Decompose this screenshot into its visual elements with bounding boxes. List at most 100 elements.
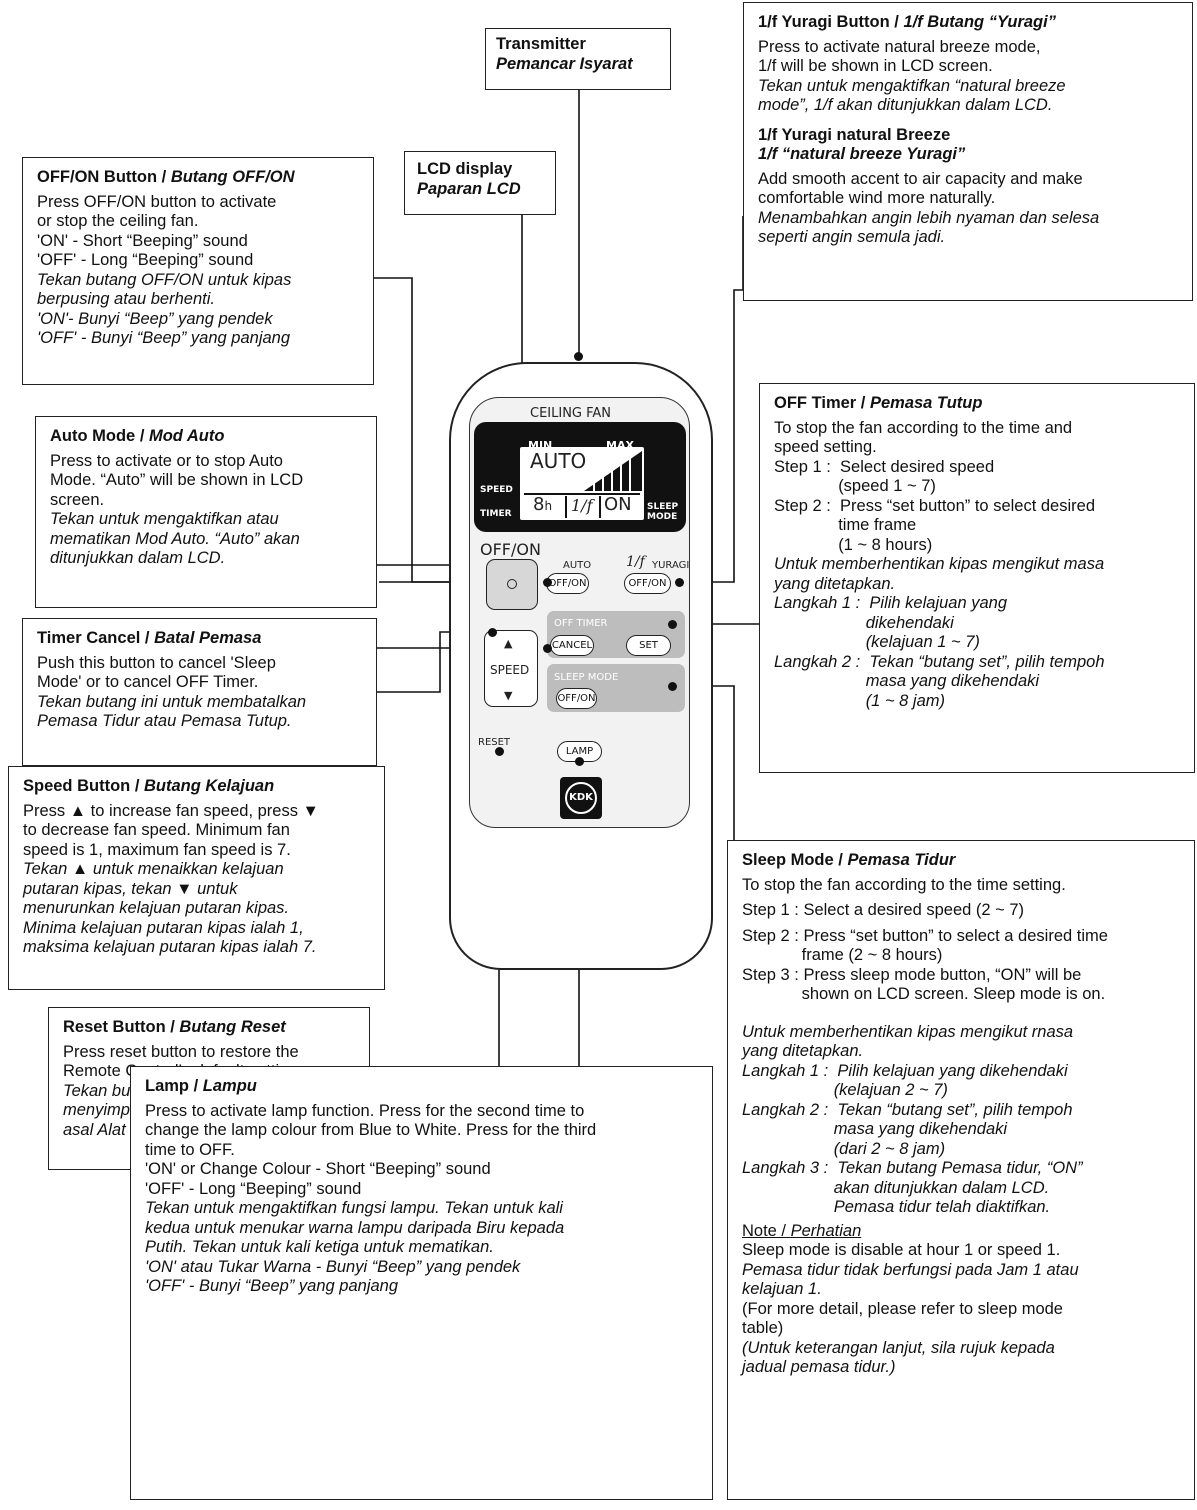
- text-line: 'OFF' - Bunyi “Beep” yang panjang: [37, 329, 359, 349]
- text-line: Untuk memberhentikan kipas mengikut rnas…: [742, 1023, 1180, 1043]
- text-line: Minima kelajuan putaran kipas ialah 1,: [23, 919, 370, 939]
- text-line: Press to activate lamp function. Press f…: [145, 1102, 698, 1122]
- text-line: kedua untuk menukar warna lampu daripada…: [145, 1219, 698, 1239]
- text-line: Pemasa Tidur atau Pemasa Tutup.: [37, 712, 362, 732]
- text-line: Putih. Tekan untuk kali ketiga untuk mem…: [145, 1238, 698, 1258]
- timercancel-title-ms: Batal Pemasa: [154, 629, 261, 647]
- speed-callout: Speed Button / Butang Kelajuan Press ▲ t…: [8, 766, 385, 990]
- connector-dot: [668, 620, 677, 629]
- text-line: 'OFF' - Long “Beeping” sound: [145, 1180, 698, 1200]
- text-line: speed is 1, maximum fan speed is 7.: [23, 841, 370, 861]
- lcd-hours-digit: 8h: [533, 495, 552, 517]
- text-line: 'ON' - Short “Beeping” sound: [37, 232, 359, 252]
- lamp-title: Lamp /: [145, 1077, 203, 1095]
- text-line: Press to activate natural breeze mode,: [758, 38, 1178, 58]
- text-line: Langkah 3 : Tekan butang Pemasa tidur, “…: [742, 1159, 1180, 1179]
- text-line: 'ON' or Change Colour - Short “Beeping” …: [145, 1160, 698, 1180]
- text-line: Pemasa tidur tidak berfungsi pada Jam 1 …: [742, 1261, 1180, 1281]
- text-line: (speed 1 ~ 7): [774, 477, 1180, 497]
- timer-cancel-callout: Timer Cancel / Batal Pemasa Push this bu…: [22, 618, 377, 766]
- connector-dot: [488, 628, 497, 637]
- text-line: putaran kipas, tekan ▼ untuk: [23, 880, 370, 900]
- text-line: Tekan untuk mengaktifkan “natural breeze: [758, 77, 1178, 97]
- text-line: berpusing atau berhenti.: [37, 290, 359, 310]
- note-label: Note /: [742, 1222, 791, 1240]
- text-line: (Untuk keterangan lanjut, sila rujuk kep…: [742, 1339, 1180, 1359]
- text-line: table): [742, 1319, 1180, 1339]
- text-line: Tekan butang ini untuk membatalkan: [37, 693, 362, 713]
- text-line: Untuk memberhentikan kipas mengikut masa: [774, 555, 1180, 575]
- automode-callout: Auto Mode / Mod Auto Press to activate o…: [35, 416, 377, 608]
- text-line: time to OFF.: [145, 1141, 698, 1161]
- text-line: screen.: [50, 491, 362, 511]
- text-line: Step 2 : Press “set button” to select de…: [774, 497, 1180, 517]
- text-line: 'ON'- Bunyi “Beep” yang pendek: [37, 310, 359, 330]
- text-line: Press reset button to restore the: [63, 1043, 355, 1063]
- text-line: Tekan butang OFF/ON untuk kipas: [37, 271, 359, 291]
- text-line: 'ON' atau Tukar Warna - Bunyi “Beep” yan…: [145, 1258, 698, 1278]
- yuragi-title-ms: 1/f Butang “Yuragi”: [903, 13, 1055, 31]
- offon-callout: OFF/ON Button / Butang OFF/ON Press OFF/…: [22, 157, 374, 385]
- text-line: Menambahkan angin lebih nyaman dan seles…: [758, 209, 1178, 229]
- text-line: comfortable wind more naturally.: [758, 189, 1178, 209]
- yuragi-offon-button[interactable]: OFF/ON: [624, 573, 671, 594]
- text-line: Pemasa tidur telah diaktifkan.: [742, 1198, 1180, 1218]
- text-line: (1 ~ 8 jam): [774, 692, 1180, 712]
- offtimer-title-ms: Pemasa Tutup: [870, 394, 982, 412]
- lcd-title: LCD display: [417, 160, 543, 180]
- text-line: Langkah 1 : Pilih kelajuan yang: [774, 594, 1180, 614]
- offon-lines: Press OFF/ON button to activate or stop …: [37, 193, 359, 349]
- text-line: dikehendaki: [774, 614, 1180, 634]
- text-line: to decrease fan speed. Minimum fan: [23, 821, 370, 841]
- cancel-button[interactable]: CANCEL: [550, 635, 594, 656]
- connector-dot: [575, 757, 584, 766]
- text-line: Step 1 : Select desired speed: [774, 458, 1180, 478]
- connector-dot: [574, 352, 583, 361]
- reset-title: Reset Button /: [63, 1018, 179, 1036]
- text-line: Mode' or to cancel OFF Timer.: [37, 673, 362, 693]
- speed-down-button[interactable]: ▼: [504, 686, 512, 706]
- sleepmode-title: Sleep Mode /: [742, 851, 847, 869]
- lcd-sep: [599, 496, 601, 518]
- lcd-yuragi-text: 1/f: [571, 496, 593, 516]
- offon-title: OFF/ON Button /: [37, 168, 171, 186]
- speed-up-button[interactable]: ▲: [504, 634, 512, 654]
- text-line: (kelajuan 1 ~ 7): [774, 633, 1180, 653]
- sleep-offon-button[interactable]: OFF/ON: [556, 688, 597, 709]
- text-line: mematikan Mod Auto. “Auto” akan: [50, 530, 362, 550]
- ceiling-fan-label: CEILING FAN: [530, 404, 611, 424]
- set-button[interactable]: SET: [626, 635, 671, 656]
- offtimer-title: OFF Timer /: [774, 394, 870, 412]
- connector-dot: [668, 682, 677, 691]
- text-line: time frame: [774, 516, 1180, 536]
- text-line: Tekan ▲ untuk menaikkan kelajuan: [23, 860, 370, 880]
- kdk-logo-text: KDK: [565, 782, 597, 814]
- text-line: Step 2 : Press “set button” to select a …: [742, 927, 1180, 947]
- text-line: 'OFF' - Long “Beeping” sound: [37, 251, 359, 271]
- text-line: shown on LCD screen. Sleep mode is on.: [742, 985, 1180, 1005]
- speed-title-ms: Butang Kelajuan: [144, 777, 274, 795]
- speed-title: Speed Button /: [23, 777, 144, 795]
- text-line: menurunkan kelajuan putaran kipas.: [23, 899, 370, 919]
- yuragi-callout: 1/f Yuragi Button / 1/f Butang “Yuragi” …: [743, 2, 1193, 301]
- reset-label: RESET: [478, 733, 510, 753]
- off-timer-callout: OFF Timer / Pemasa Tutup To stop the fan…: [759, 383, 1195, 773]
- text-line: or stop the ceiling fan.: [37, 212, 359, 232]
- text-line: Sleep mode is disable at hour 1 or speed…: [742, 1241, 1180, 1261]
- text-line: frame (2 ~ 8 hours): [742, 946, 1180, 966]
- text-line: change the lamp colour from Blue to Whit…: [145, 1121, 698, 1141]
- lamp-title-ms: Lampu: [203, 1077, 257, 1095]
- speed-bars-icon: [584, 451, 642, 491]
- text-line: Push this button to cancel 'Sleep: [37, 654, 362, 674]
- text-line: (kelajuan 2 ~ 7): [742, 1081, 1180, 1101]
- offon-main-button[interactable]: [486, 559, 538, 610]
- text-line: akan ditunjukkan dalam LCD.: [742, 1179, 1180, 1199]
- connector-dot: [543, 578, 552, 587]
- auto-offon-button[interactable]: OFF/ON: [546, 573, 589, 594]
- lcd-h-unit: h: [544, 499, 552, 513]
- text-line: Press ▲ to increase fan speed, press ▼: [23, 802, 370, 822]
- transmitter-title: Transmitter: [496, 35, 660, 55]
- yuragi-title2: 1/f Yuragi natural Breeze: [758, 126, 1178, 146]
- text-line: Step 1 : Select a desired speed (2 ~ 7): [742, 901, 1180, 921]
- sleepmode-title-ms: Pemasa Tidur: [847, 851, 955, 869]
